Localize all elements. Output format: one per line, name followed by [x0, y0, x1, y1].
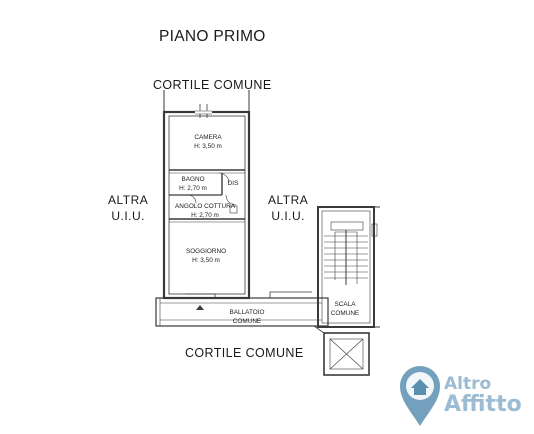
courtyard-top-label: CORTILE COMUNE: [153, 78, 272, 92]
elevator-outline: [323, 332, 370, 376]
other-unit-right-line2: U.I.U.: [271, 209, 305, 223]
room-angolo-cottura: ANGOLO COTTURA H: 2,70 m: [172, 202, 238, 220]
other-unit-right: ALTRA U.I.U.: [268, 192, 308, 224]
other-unit-left-line1: ALTRA: [108, 193, 149, 207]
room-dis: DIS: [224, 179, 242, 188]
room-soggiorno-height: H: 3,50 m: [192, 257, 220, 264]
room-scala: SCALA COMUNE: [326, 300, 364, 318]
room-scala-line1: SCALA: [334, 301, 356, 308]
room-camera-height: H: 3,50 m: [194, 143, 222, 150]
plan-title: PIANO PRIMO: [159, 28, 266, 45]
other-unit-left-line2: U.I.U.: [111, 209, 145, 223]
room-soggiorno-name: SOGGIORNO: [185, 248, 227, 255]
room-ballatoio: BALLATOIO COMUNE: [222, 308, 272, 326]
room-camera-name: CAMERA: [194, 134, 222, 141]
room-soggiorno: SOGGIORNO H: 3,50 m: [180, 247, 232, 265]
other-unit-right-line1: ALTRA: [268, 193, 309, 207]
stair-outline: [317, 206, 375, 328]
watermark-line1: Altro: [444, 374, 492, 394]
room-ballatoio-line1: BALLATOIO: [229, 309, 265, 316]
other-unit-left: ALTRA U.I.U.: [108, 192, 148, 224]
ballatoio-outline: [155, 297, 329, 327]
courtyard-bottom-label: CORTILE COMUNE: [185, 346, 304, 360]
room-dis-name: DIS: [227, 180, 239, 187]
room-bagno-height: H: 2,70 m: [179, 185, 207, 192]
watermark-line2: Affitto: [444, 392, 522, 417]
room-angolo-cottura-height: H: 2,70 m: [191, 212, 219, 219]
watermark: Altro Affitto: [392, 362, 532, 432]
room-angolo-cottura-name: ANGOLO COTTURA: [174, 203, 235, 210]
room-camera: CAMERA H: 3,50 m: [186, 133, 230, 151]
room-scala-line2: COMUNE: [330, 310, 360, 317]
house-pin-icon: [400, 366, 440, 426]
room-bagno-name: BAGNO: [181, 176, 205, 183]
room-ballatoio-line2: COMUNE: [232, 318, 262, 325]
room-bagno: BAGNO H: 2,70 m: [174, 175, 212, 193]
